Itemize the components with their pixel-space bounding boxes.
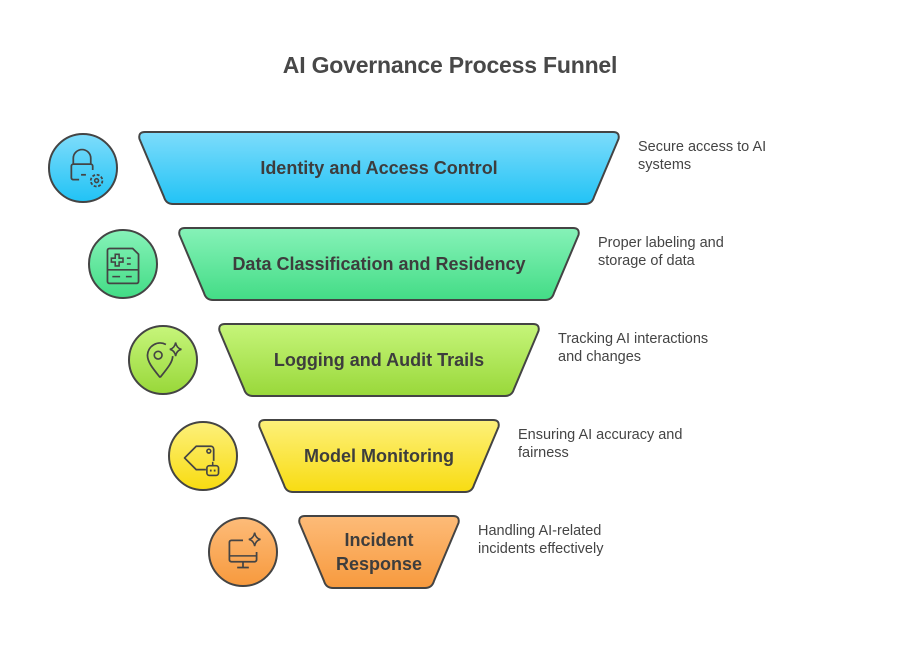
monitor-sparkle-icon (208, 517, 278, 587)
funnel-layer-label: Data Classification and Residency (232, 254, 526, 274)
funnel-layer-label: Logging and Audit Trails (273, 350, 485, 370)
layer-description: Handling AI-related incidents effectivel… (478, 523, 604, 557)
medical-document-icon (88, 229, 158, 299)
location-pin-sparkle-icon (128, 325, 198, 395)
funnel-layer-4 (258, 419, 500, 493)
funnel-layer-2 (178, 227, 580, 301)
diagram-title: AI Governance Process Funnel (282, 52, 618, 78)
layer-description: Ensuring AI accuracy and fairness (518, 427, 683, 461)
layer-description: Tracking AI interactions and changes (558, 331, 709, 365)
funnel-layer-3 (218, 323, 540, 397)
funnel-layer-label: Incident Response (336, 530, 423, 574)
tag-robot-icon (168, 421, 238, 491)
funnel-layer-5 (298, 515, 460, 589)
lock-gear-icon (48, 133, 118, 203)
funnel-layer-label: Identity and Access Control (260, 158, 498, 178)
layer-description: Proper labeling and storage of data (598, 235, 724, 269)
funnel-layer-label: Model Monitoring (304, 446, 454, 466)
layer-description: Secure access to AI systems (638, 139, 767, 173)
funnel-layer-1 (138, 131, 620, 205)
